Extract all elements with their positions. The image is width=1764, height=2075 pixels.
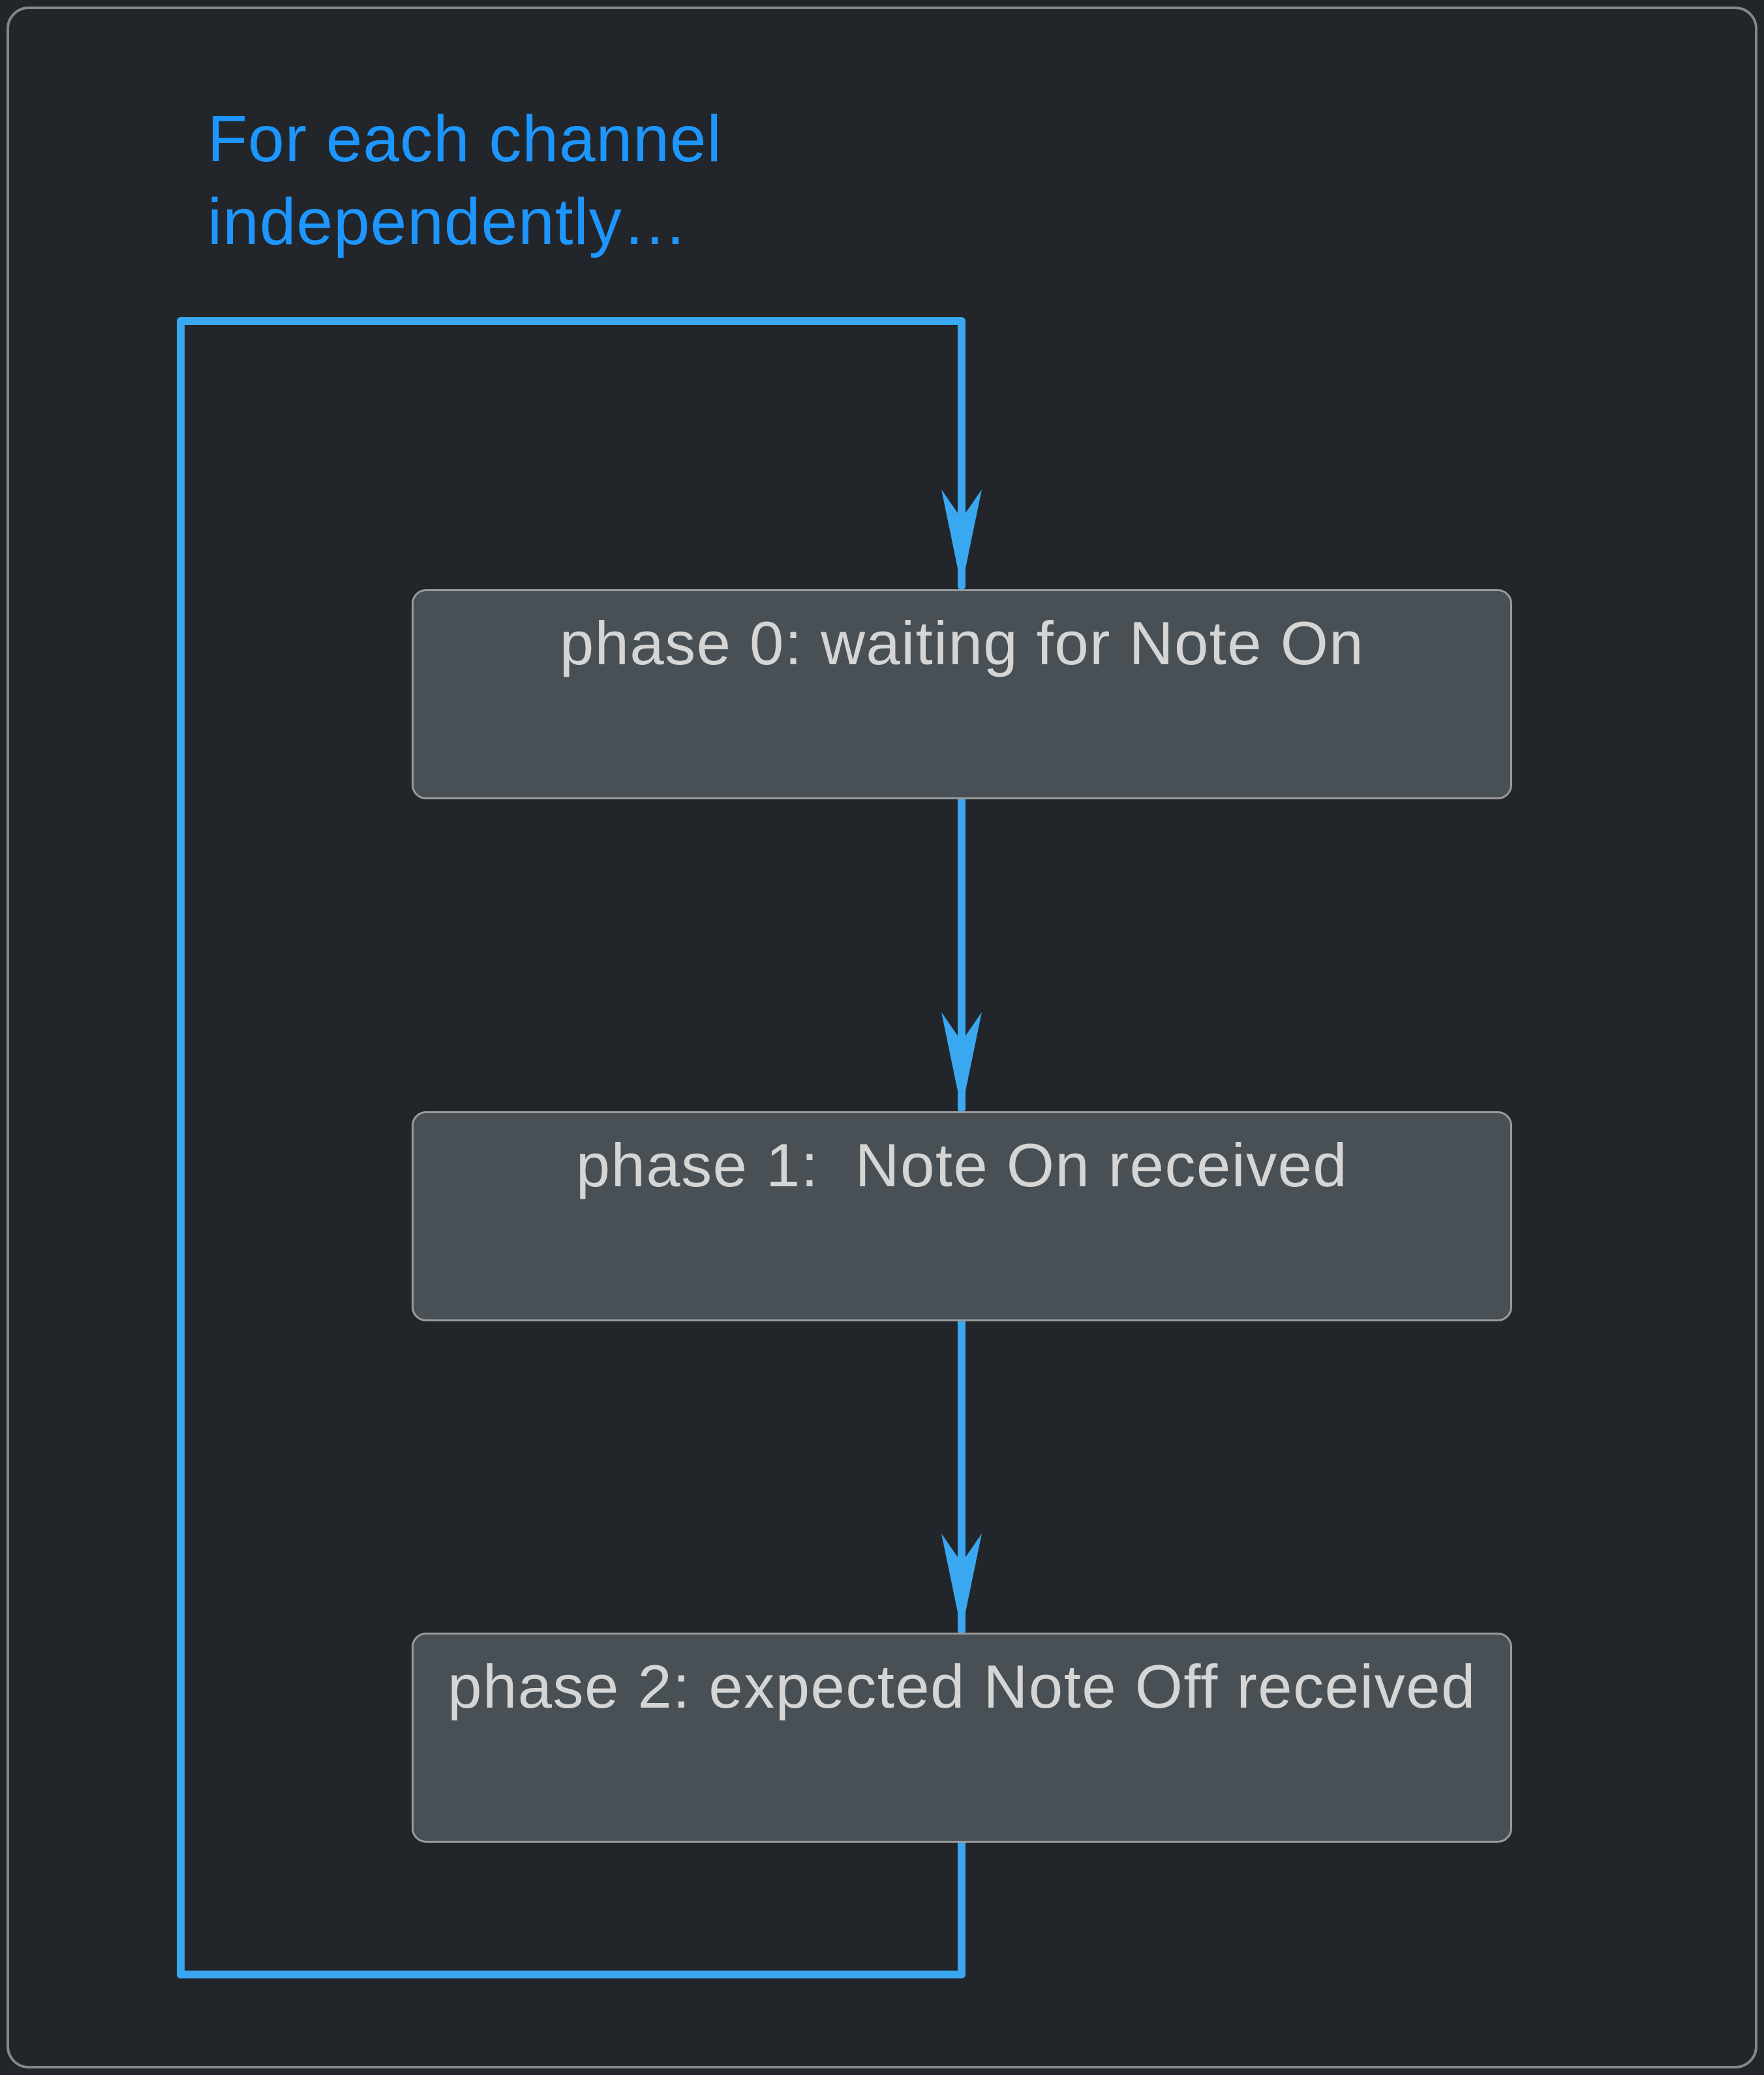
- feedback-loop-line: [177, 317, 966, 1978]
- phase-2-box: phase 2: expected Note Off received: [412, 1633, 1512, 1843]
- phase-2-label: phase 2: expected Note Off received: [448, 1652, 1476, 1721]
- arrow-down-icon: [941, 489, 982, 587]
- phase-0-label: phase 0: waiting for Note On: [559, 609, 1365, 677]
- phase-1-box: phase 1: Note On received: [412, 1111, 1512, 1321]
- phase-1-label: phase 1: Note On received: [575, 1131, 1348, 1199]
- arrow-down-icon: [941, 1533, 982, 1631]
- loop-annotation: For each channel independently…: [207, 102, 722, 258]
- phase-0-box: phase 0: waiting for Note On: [412, 589, 1512, 799]
- arrow-down-icon: [941, 1012, 982, 1110]
